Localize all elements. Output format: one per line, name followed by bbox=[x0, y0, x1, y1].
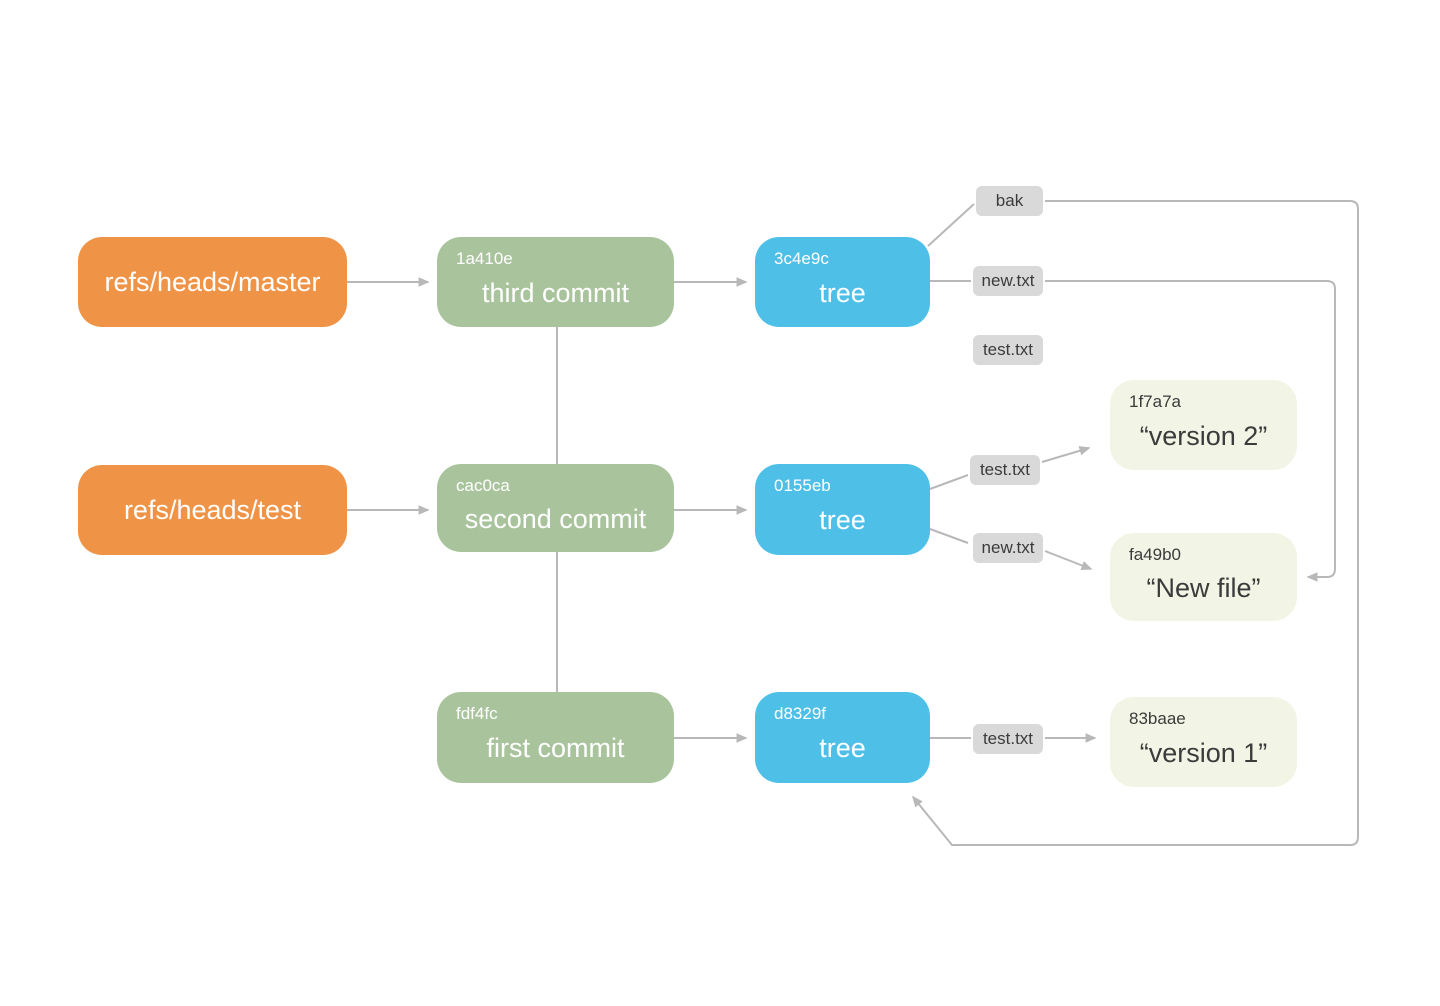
tree-node-3c4e9c: 3c4e9c tree bbox=[755, 237, 930, 327]
file-label-testtxt-tree3: test.txt bbox=[973, 724, 1043, 754]
ref-node-test: refs/heads/test bbox=[78, 465, 347, 555]
file-label-testtxt-tree1: test.txt bbox=[973, 335, 1043, 365]
blob-hash: 83baae bbox=[1129, 709, 1186, 728]
blob-node-newfile: fa49b0 “New file” bbox=[1110, 533, 1297, 621]
tree-label: tree bbox=[819, 733, 866, 763]
file-label-testtxt-tree2: test.txt bbox=[970, 455, 1040, 485]
tree-label: tree bbox=[819, 277, 866, 308]
tree-hash: d8329f bbox=[774, 704, 826, 723]
commit-label: second commit bbox=[464, 503, 647, 534]
tree-hash: 0155eb bbox=[774, 476, 831, 495]
commit-hash: fdf4fc bbox=[456, 704, 498, 723]
ref-node-master: refs/heads/master bbox=[78, 237, 347, 327]
blob-label: “New file” bbox=[1146, 572, 1261, 603]
blob-label: “version 1” bbox=[1139, 737, 1268, 768]
commit-hash: 1a410e bbox=[456, 249, 513, 268]
blob-hash: 1f7a7a bbox=[1129, 392, 1181, 411]
connector-tree2-to-newtxt bbox=[929, 528, 969, 544]
tree-hash: 3c4e9c bbox=[774, 249, 829, 268]
commit-node-second: cac0ca second commit bbox=[437, 464, 674, 552]
connector-tree1-to-bak bbox=[927, 203, 975, 247]
connector-newtxt-to-blob-newfile bbox=[1044, 550, 1093, 570]
tree-node-0155eb: 0155eb tree bbox=[755, 464, 930, 555]
commit-node-third: 1a410e third commit bbox=[437, 237, 674, 327]
blob-hash: fa49b0 bbox=[1129, 545, 1181, 564]
commit-node-first: fdf4fc first commit bbox=[437, 692, 674, 783]
blob-node-version1: 83baae “version 1” bbox=[1110, 697, 1297, 787]
commit-label: first commit bbox=[486, 733, 625, 763]
file-label-bak: bak bbox=[976, 186, 1043, 216]
connector-testtxt-to-blob-version2 bbox=[1041, 446, 1091, 463]
connector-bak-to-tree3-loop bbox=[912, 200, 1359, 846]
ref-label: refs/heads/master bbox=[104, 266, 321, 297]
commit-label: third commit bbox=[481, 277, 630, 308]
file-label-newtxt-tree2: new.txt bbox=[973, 533, 1043, 563]
tree-label: tree bbox=[819, 505, 866, 535]
commit-hash: cac0ca bbox=[456, 476, 510, 495]
tree-node-d8329f: d8329f tree bbox=[755, 692, 930, 783]
connector-tree2-to-testtxt bbox=[929, 474, 969, 490]
file-label-newtxt-tree1: new.txt bbox=[973, 266, 1043, 296]
blob-node-version2: 1f7a7a “version 2” bbox=[1110, 380, 1297, 470]
connector-newtxt-to-blob-newfile-loop bbox=[1045, 280, 1336, 582]
ref-label: refs/heads/test bbox=[123, 494, 302, 525]
blob-label: “version 2” bbox=[1139, 420, 1268, 451]
